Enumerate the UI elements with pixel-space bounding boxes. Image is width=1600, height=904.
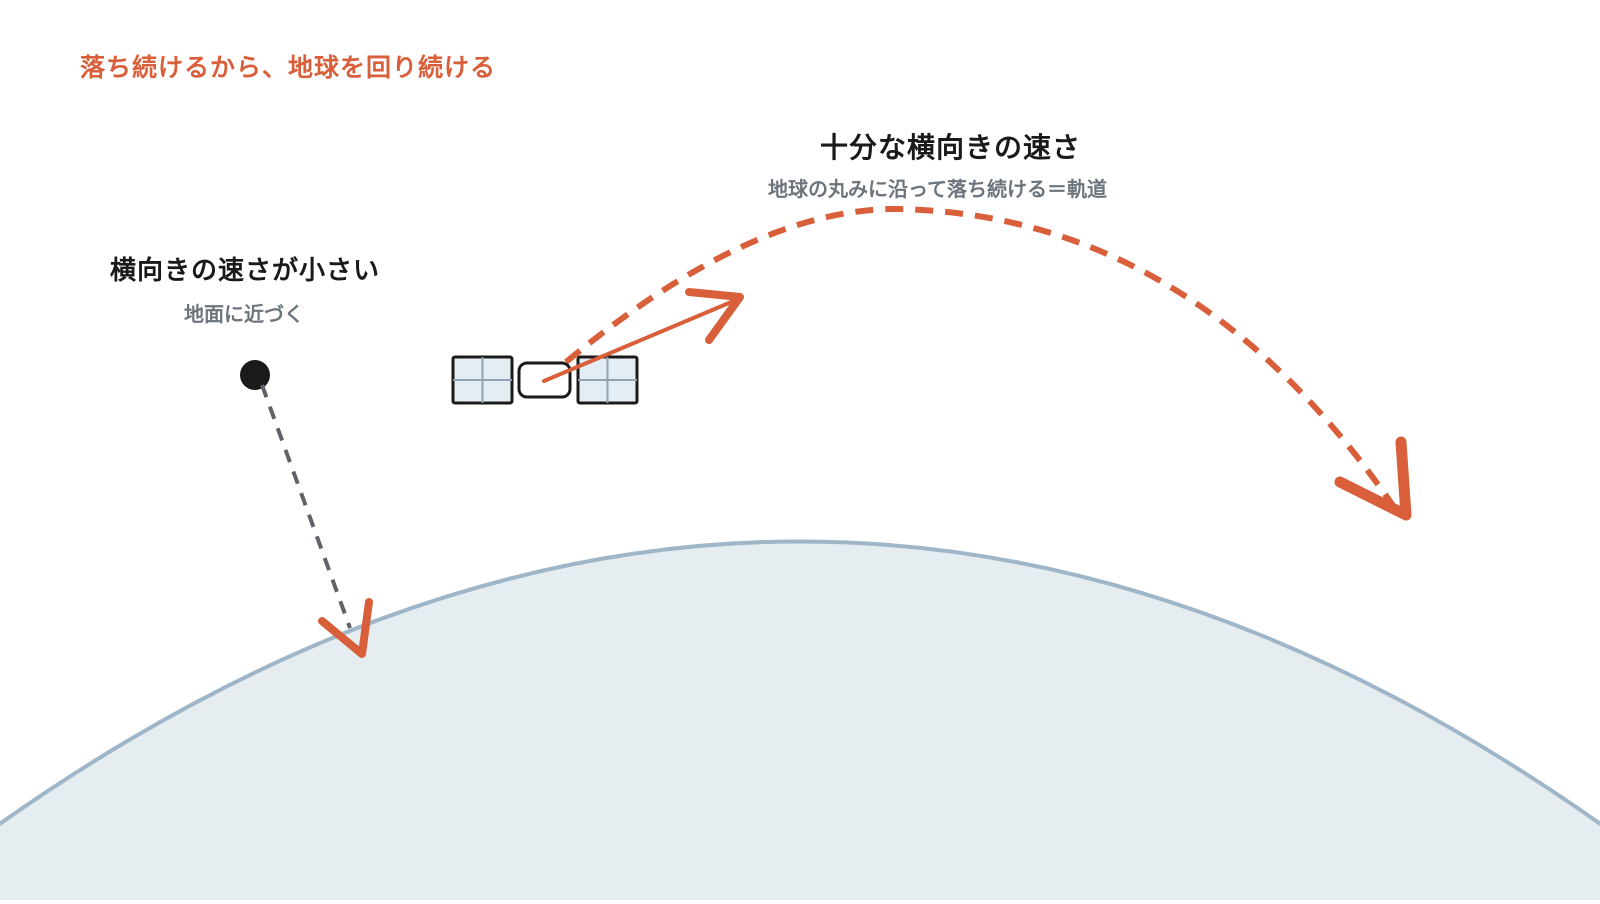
fall-arrowhead	[318, 598, 373, 658]
earth-horizon-line	[0, 539, 1600, 827]
page-title: 落ち続けるから、地球を回り続ける	[80, 53, 497, 82]
velocity-arrow	[542, 298, 738, 383]
slow-case-subtitle: 地面に近づく	[184, 302, 304, 326]
satellite-icon	[451, 355, 639, 405]
ball-icon	[240, 360, 270, 390]
solar-panel-left	[451, 355, 514, 405]
orbit-path	[564, 205, 1399, 512]
velocity-arrowhead	[685, 288, 744, 344]
orbit-case-subtitle: 地球の丸みに沿って落ち続ける＝軌道	[768, 177, 1107, 201]
earth-surface	[0, 541, 1600, 900]
orbit-arrowhead	[1334, 436, 1412, 521]
solar-panel-right	[576, 355, 639, 405]
orbit-case-title: 十分な横向きの速さ	[820, 131, 1082, 164]
slow-case-title: 横向きの速さが小さい	[110, 256, 381, 286]
fall-path	[260, 384, 352, 629]
